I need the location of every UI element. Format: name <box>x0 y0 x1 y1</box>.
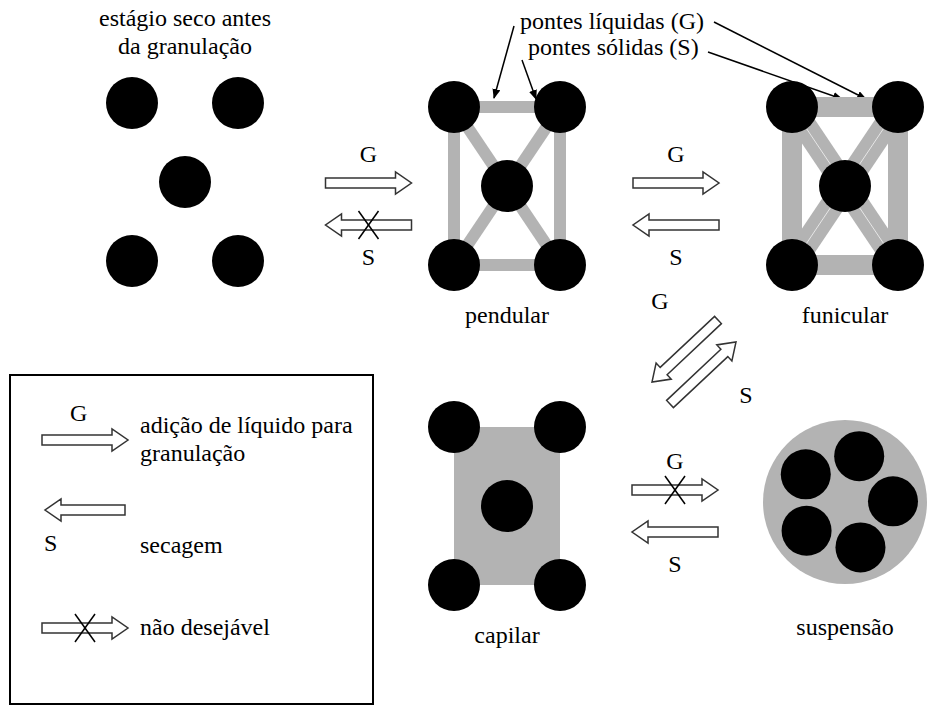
leader-line <box>522 60 536 99</box>
annotation-label: G <box>70 400 87 428</box>
edge-label: S <box>668 551 681 579</box>
particle <box>872 81 924 133</box>
particle-cluster <box>105 76 265 288</box>
particle <box>872 239 924 291</box>
edge-label: S <box>362 244 375 272</box>
transition-arrow <box>633 172 719 194</box>
particle-cluster <box>427 400 587 612</box>
particle <box>819 160 871 212</box>
edge-label: S <box>669 244 682 272</box>
stage-label: funicular <box>765 302 925 330</box>
particle <box>212 77 264 129</box>
annotation-label: pontes sólidas (S) <box>528 34 699 62</box>
particle <box>782 506 832 556</box>
legend-text: não desejável <box>140 614 355 642</box>
cross-mark <box>75 614 95 642</box>
edge-label: G <box>360 141 377 169</box>
particle <box>534 559 586 611</box>
legend-arrow <box>42 429 128 451</box>
particle-cluster <box>763 420 927 584</box>
transition-arrow <box>633 214 719 236</box>
cross-mark <box>665 476 685 504</box>
particle <box>428 559 480 611</box>
particle <box>481 480 533 532</box>
particle <box>212 235 264 287</box>
legend-arrow <box>45 499 125 521</box>
particle <box>159 156 211 208</box>
stage-label: pendular <box>427 302 587 330</box>
edge-label: G <box>666 448 683 476</box>
particle <box>781 449 831 499</box>
annotation-label: pontes líquidas (G) <box>520 8 704 36</box>
legend-box <box>10 375 373 704</box>
annotation-label: S <box>44 530 57 558</box>
particle <box>428 239 480 291</box>
particle <box>534 401 586 453</box>
particle-cluster <box>427 80 587 292</box>
stage-node: funicular <box>765 80 925 330</box>
edge-label: S <box>739 382 752 410</box>
legend-text: secagem <box>140 532 355 560</box>
leader-line <box>494 26 514 98</box>
particle <box>428 81 480 133</box>
particle-cluster <box>765 80 925 292</box>
transition-arrow <box>632 521 718 543</box>
particle <box>766 239 818 291</box>
stage-node: capilar <box>427 400 587 650</box>
particle <box>534 81 586 133</box>
stage-label: capilar <box>427 622 587 650</box>
particle <box>481 160 533 212</box>
particle <box>766 81 818 133</box>
particle <box>106 77 158 129</box>
cross-mark <box>75 614 95 642</box>
particle <box>835 522 885 572</box>
stage-node: suspensão <box>763 420 927 642</box>
particle <box>834 431 884 481</box>
transition-arrow <box>326 172 412 194</box>
transition-arrow <box>667 342 736 408</box>
edge-label: G <box>651 288 668 316</box>
cross-mark <box>359 211 379 239</box>
particle <box>534 239 586 291</box>
liquid-drop <box>763 420 927 584</box>
particle <box>428 401 480 453</box>
stage-label: suspensão <box>763 614 927 642</box>
legend-text: adição de líquido para granulação <box>140 412 355 467</box>
liquid-fill <box>454 427 560 585</box>
particle <box>868 476 918 526</box>
stage-node: pendular <box>427 80 587 330</box>
stage-label: estágio seco antes da granulação <box>85 5 285 60</box>
cross-mark <box>665 476 685 504</box>
edge-label: G <box>667 141 684 169</box>
particle <box>106 235 158 287</box>
stage-node: estágio seco antes da granulação <box>60 5 310 288</box>
cross-mark <box>359 211 379 239</box>
